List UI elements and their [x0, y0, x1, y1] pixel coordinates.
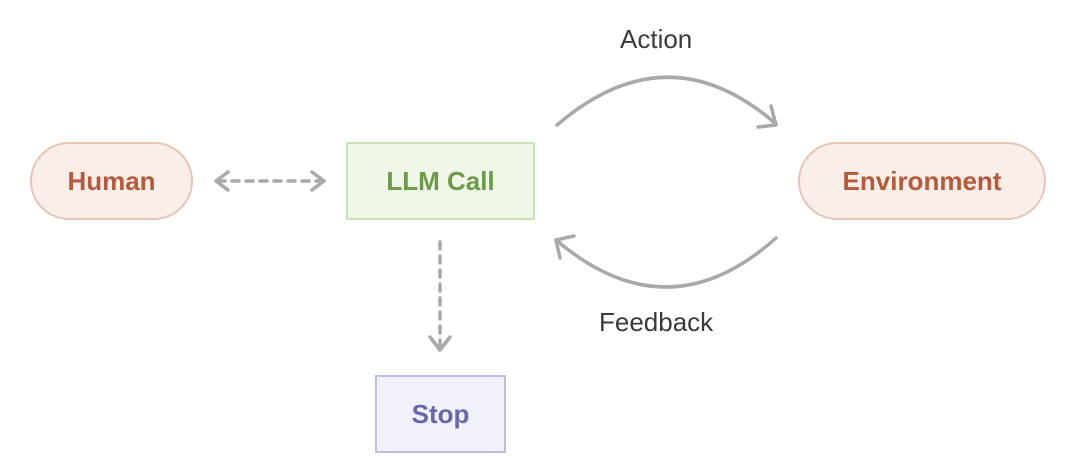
llm-call-node: LLM Call — [346, 142, 535, 220]
feedback-arrow — [554, 234, 778, 289]
human-llm-connector — [214, 170, 326, 192]
action-label: Action — [620, 24, 693, 54]
llm-call-node-label: LLM Call — [386, 165, 495, 196]
stop-node-label: Stop — [411, 398, 470, 429]
environment-node: Environment — [798, 142, 1046, 220]
environment-node-label: Environment — [842, 165, 1002, 196]
human-node: Human — [30, 142, 193, 220]
feedback-label: Feedback — [599, 307, 714, 337]
llm-stop-connector — [428, 240, 452, 352]
action-arrow — [555, 75, 778, 129]
human-node-label: Human — [67, 165, 156, 196]
stop-node: Stop — [375, 375, 506, 453]
